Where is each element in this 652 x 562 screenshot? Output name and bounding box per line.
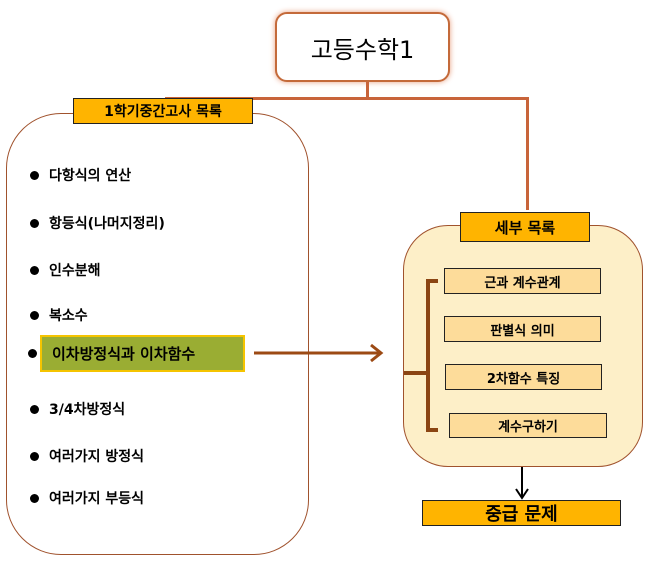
detail-item: 계수구하기 [449, 413, 607, 438]
bullet-icon [30, 404, 39, 414]
highlighted-item: 이차방정식과 이차함수 [40, 335, 245, 372]
bullet-icon [30, 310, 39, 320]
list-item: 여러가지 부등식 [30, 488, 144, 508]
bullet-icon [30, 170, 39, 180]
bullet-icon [30, 218, 39, 228]
detail-item: 판별식 의미 [444, 316, 601, 342]
list-item: 인수분해 [30, 260, 101, 280]
item-label: 복소수 [49, 308, 88, 324]
detail-list-label: 세부 목록 [460, 212, 590, 242]
item-label: 항등식(나머지정리) [49, 216, 165, 232]
item-label: 3/4차방정식 [49, 402, 126, 418]
list-item: 3/4차방정식 [30, 399, 125, 419]
list-item: 항등식(나머지정리) [30, 213, 165, 233]
title-box: 고등수학1 [275, 12, 450, 82]
intermediate-problems-box: 중급 문제 [422, 500, 621, 526]
bullet-icon [28, 349, 37, 358]
midterm-list-panel [6, 113, 309, 555]
right-arrow-icon [254, 343, 384, 363]
down-arrow-icon [515, 467, 529, 500]
connector [366, 82, 369, 99]
bullet-icon [30, 265, 39, 275]
list-item: 복소수 [30, 305, 88, 325]
list-item: 여러가지 방정식 [30, 446, 144, 466]
item-label: 인수분해 [49, 263, 101, 279]
bullet-icon [30, 493, 39, 503]
connector [165, 97, 529, 100]
bullet-icon [30, 451, 39, 461]
item-label: 여러가지 방정식 [49, 449, 145, 465]
detail-item: 2차함수 특징 [445, 364, 602, 390]
detail-item: 근과 계수관계 [444, 268, 601, 294]
item-label: 다항식의 연산 [49, 168, 132, 184]
midterm-list-label: 1학기중간고사 목록 [73, 98, 253, 124]
item-label: 여러가지 부등식 [49, 491, 145, 507]
connector [526, 97, 529, 210]
list-item: 다항식의 연산 [30, 165, 131, 185]
